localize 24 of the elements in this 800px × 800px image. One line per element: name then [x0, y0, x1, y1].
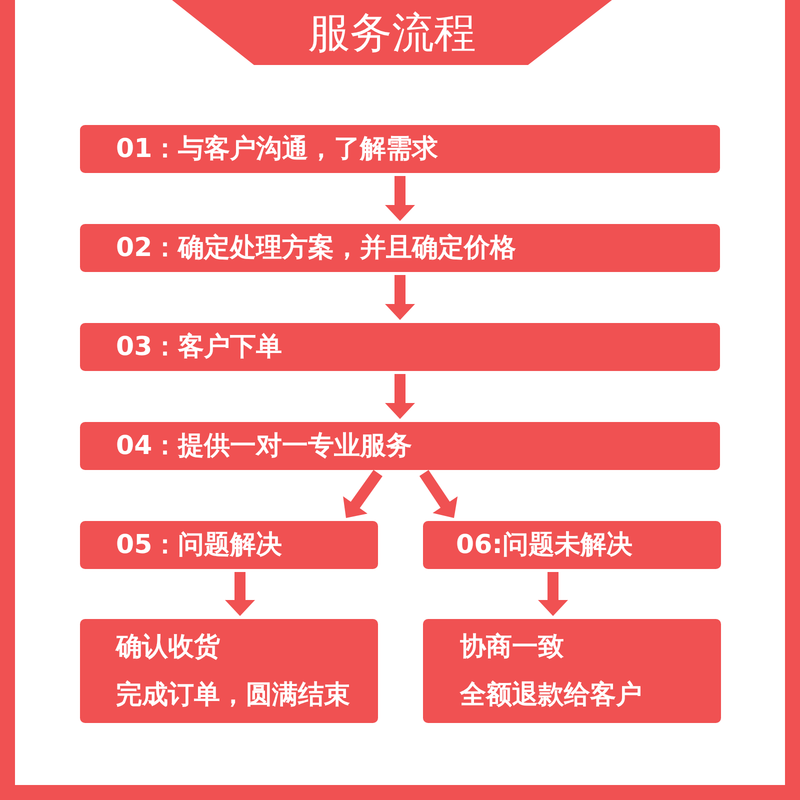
arrow	[385, 176, 415, 221]
step-text: 确认收货	[116, 632, 220, 662]
step-box	[80, 422, 720, 470]
step-text: 03：客户下单	[116, 332, 282, 362]
arrow	[385, 374, 415, 419]
arrow	[225, 572, 255, 616]
step-text: 02：确定处理方案，并且确定价格	[116, 233, 516, 263]
step-box	[423, 619, 721, 723]
step-box	[80, 323, 720, 371]
step-box	[80, 224, 720, 272]
step-box	[80, 521, 378, 569]
step-text: 05：问题解决	[116, 530, 282, 560]
title-text: 服务流程	[308, 9, 476, 57]
step-text: 01：与客户沟通，了解需求	[116, 134, 438, 164]
arrow	[538, 572, 568, 616]
arrow	[385, 275, 415, 320]
step-text: 协商一致	[460, 632, 564, 662]
step-box	[80, 619, 378, 723]
step-box	[423, 521, 721, 569]
step-text: 06:问题未解决	[456, 530, 633, 560]
step-text: 完成订单，圆满结束	[116, 680, 350, 710]
step-text: 04：提供一对一专业服务	[116, 431, 412, 461]
step-text: 全额退款给客户	[460, 680, 642, 710]
step-box	[80, 125, 720, 173]
